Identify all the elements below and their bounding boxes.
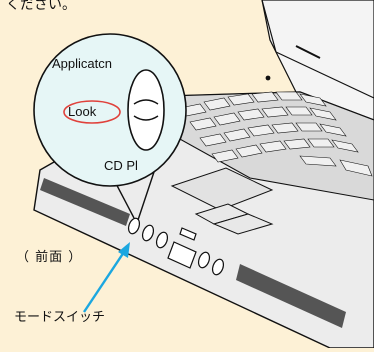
- application-label: Applicatcn: [52, 56, 112, 71]
- mode-switch-label: モードスイッチ: [14, 310, 106, 325]
- speaker-grille-left: [40, 178, 130, 226]
- front-view-label: （ 前面 ）: [16, 250, 83, 265]
- speaker-grille-right: [236, 264, 346, 328]
- cd-player-label: CD Pl: [104, 158, 138, 173]
- mode-switch-pointer-arrow: [83, 242, 130, 313]
- laptop-lid: [261, 0, 374, 121]
- zoom-circle: [33, 33, 187, 221]
- front-switches: [127, 217, 225, 276]
- top-caption: ください。: [6, 0, 76, 13]
- look-label: Look: [68, 104, 97, 119]
